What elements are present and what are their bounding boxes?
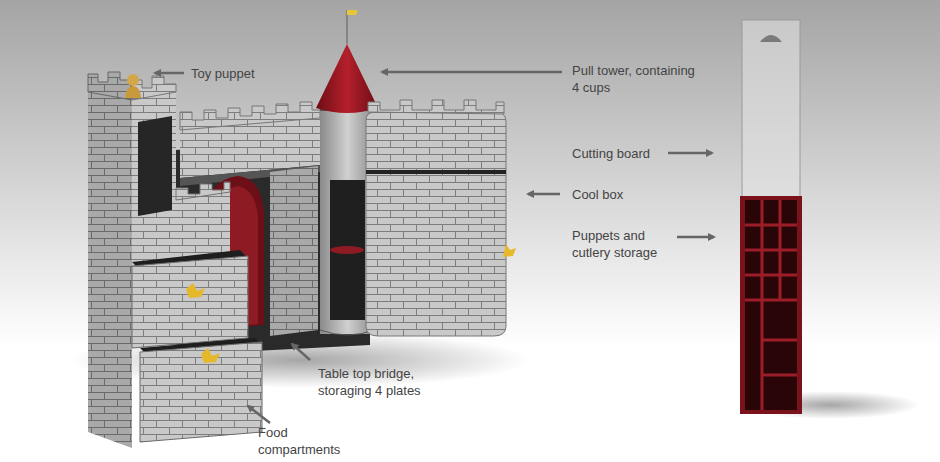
callout-label: Puppets and cutlery storage: [572, 227, 684, 261]
callout-label: Pull tower, containing 4 cups: [572, 62, 700, 96]
callout-label: Table top bridge, storaging 4 plates: [318, 365, 446, 399]
callout-label: Food compartments: [258, 424, 358, 458]
callout-label: Cool box: [572, 186, 623, 203]
callout-label: Cutting board: [572, 145, 650, 162]
callout-label: Toy puppet: [191, 65, 255, 82]
